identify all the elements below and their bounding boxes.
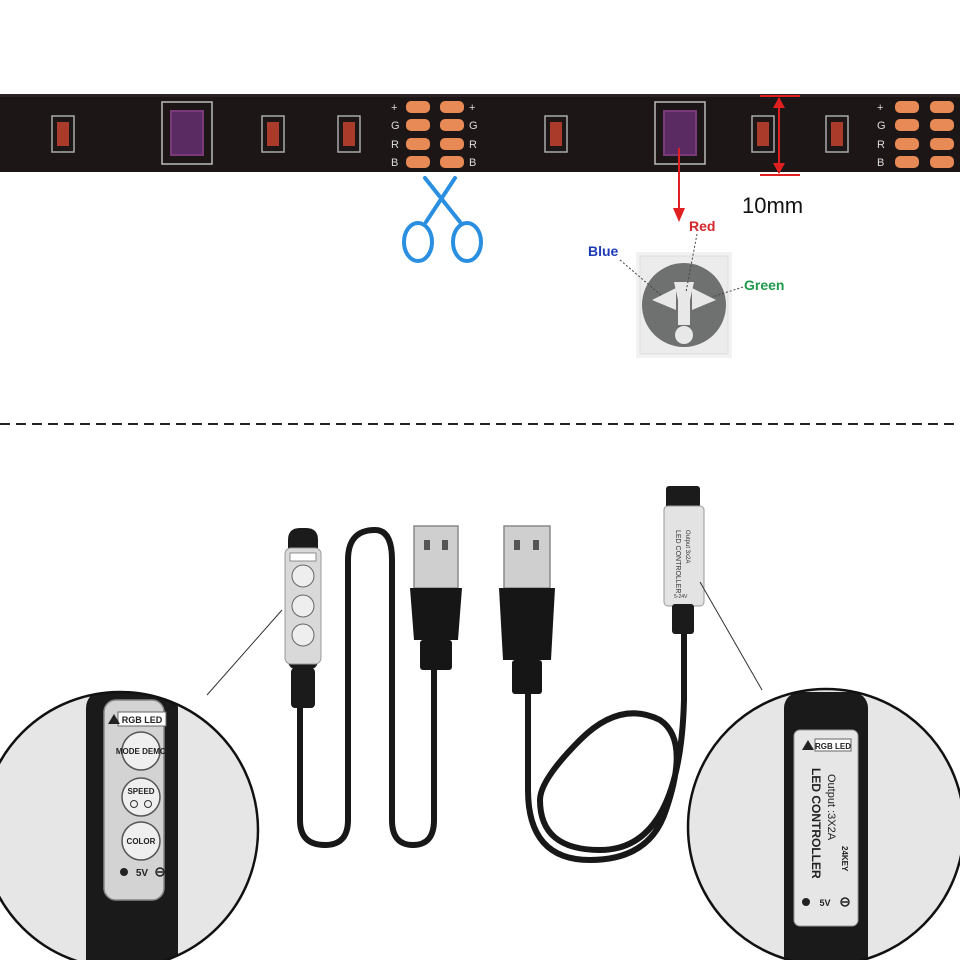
led-strip: + G R B + G R B + G R B — [0, 94, 960, 172]
strip-led-chip — [654, 101, 706, 165]
pad-label-b: B — [469, 157, 476, 169]
controller-title: LED CONTROLLER — [809, 768, 823, 879]
callout-arrow — [673, 148, 685, 222]
solder-pads — [406, 101, 464, 168]
mode-demo-button-label: MODE DEMO — [116, 747, 166, 756]
right-controller-cable — [525, 610, 687, 864]
resistor — [337, 115, 361, 153]
callout-line-right — [699, 581, 763, 691]
pad-label-plus: + — [391, 102, 397, 114]
pad-label-r: R — [469, 139, 477, 151]
voltage-label: 5V — [819, 898, 830, 908]
left-usb-plug — [410, 525, 462, 670]
pad-label-b: B — [877, 157, 884, 169]
pad-label-g: G — [469, 120, 478, 132]
color-button-label: COLOR — [127, 837, 156, 846]
pad-label-b: B — [391, 157, 398, 169]
pad-label-plus: + — [469, 102, 475, 114]
left-zoom-circle: RGB LED MODE DEMO SPEED COLOR 5V — [0, 690, 260, 965]
callout-line-left — [206, 609, 283, 696]
rgb-led-badge: RGB LED — [122, 715, 163, 725]
controller-output: Output :3X2A — [825, 774, 837, 841]
pad-label-plus: + — [877, 102, 883, 114]
controller-key: 24KEY — [840, 846, 849, 872]
led-chip-detail — [619, 233, 744, 358]
solder-pads — [895, 101, 954, 168]
resistor — [51, 115, 75, 153]
right-controller-body: LED CONTROLLER Output 3x2A 5-24V — [663, 486, 705, 634]
scissors-icon — [402, 176, 483, 263]
pad-label-g: G — [391, 120, 400, 132]
blue-channel-label: Blue — [588, 243, 619, 259]
resistor — [751, 115, 775, 153]
pad-label-r: R — [391, 139, 399, 151]
red-channel-label: Red — [689, 218, 716, 234]
speed-button-label: SPEED — [127, 787, 154, 796]
right-zoom-circle: RGB LED LED CONTROLLER Output :3X2A 24KE… — [686, 687, 960, 965]
pad-label-r: R — [877, 139, 885, 151]
pad-label-g: G — [877, 120, 886, 132]
dimension-label: 10mm — [742, 193, 804, 218]
small-controller-voltage: 5-24V — [674, 594, 688, 600]
rgb-led-badge: RGB LED — [815, 742, 851, 751]
resistor — [261, 115, 285, 153]
voltage-label: 5V — [136, 868, 149, 879]
small-controller-title: LED CONTROLLER — [674, 530, 681, 593]
small-controller-output: Output 3x2A — [684, 530, 690, 563]
right-usb-plug — [499, 525, 555, 694]
green-channel-label: Green — [744, 277, 785, 293]
dimension-marker — [760, 95, 800, 176]
resistor — [544, 115, 568, 153]
left-controller-body — [284, 528, 322, 708]
resistor — [825, 115, 849, 153]
left-controller-cable — [297, 526, 437, 849]
strip-led-chip — [161, 101, 213, 165]
